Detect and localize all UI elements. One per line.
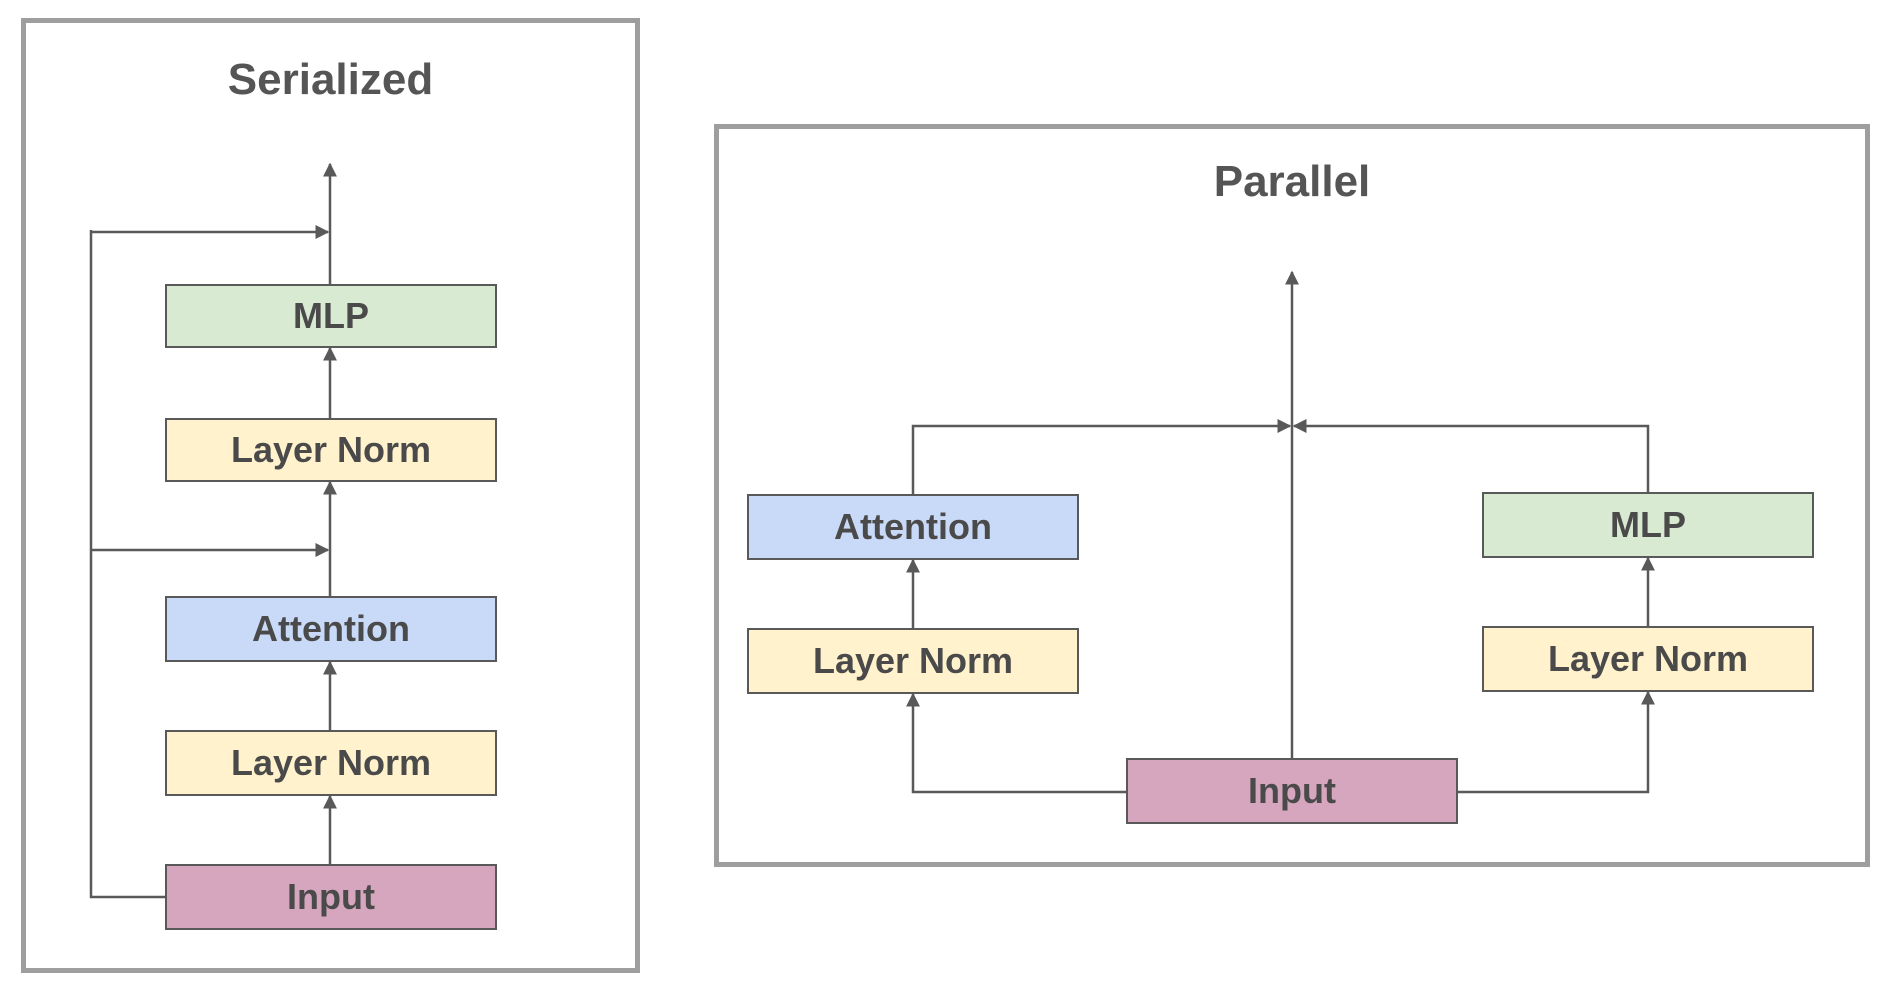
serialized-input-block: Input: [165, 864, 497, 930]
serialized-attention-block: Attention: [165, 596, 497, 662]
parallel-attention-block: Attention: [747, 494, 1079, 560]
serialized-title: Serialized: [227, 55, 434, 104]
parallel-layer-norm-right-block: Layer Norm: [1482, 626, 1814, 692]
parallel-layer-norm-left-block: Layer Norm: [747, 628, 1079, 694]
parallel-input-block: Input: [1126, 758, 1458, 824]
serialized-mlp-block: MLP: [165, 284, 497, 348]
parallel-mlp-block: MLP: [1482, 492, 1814, 558]
serialized-layer-norm-top-block: Layer Norm: [165, 418, 497, 482]
arrow-attention-to-sum: [911, 419, 1292, 494]
arrow-input-to-right-layernorm: [1458, 690, 1655, 794]
parallel-title: Parallel: [1213, 157, 1371, 206]
serialized-layer-norm-bottom-block: Layer Norm: [165, 730, 497, 796]
arrow-mlp-to-sum: [1292, 419, 1650, 492]
arrow-input-to-left-layernorm: [906, 692, 1126, 794]
residual-path: [89, 230, 165, 899]
